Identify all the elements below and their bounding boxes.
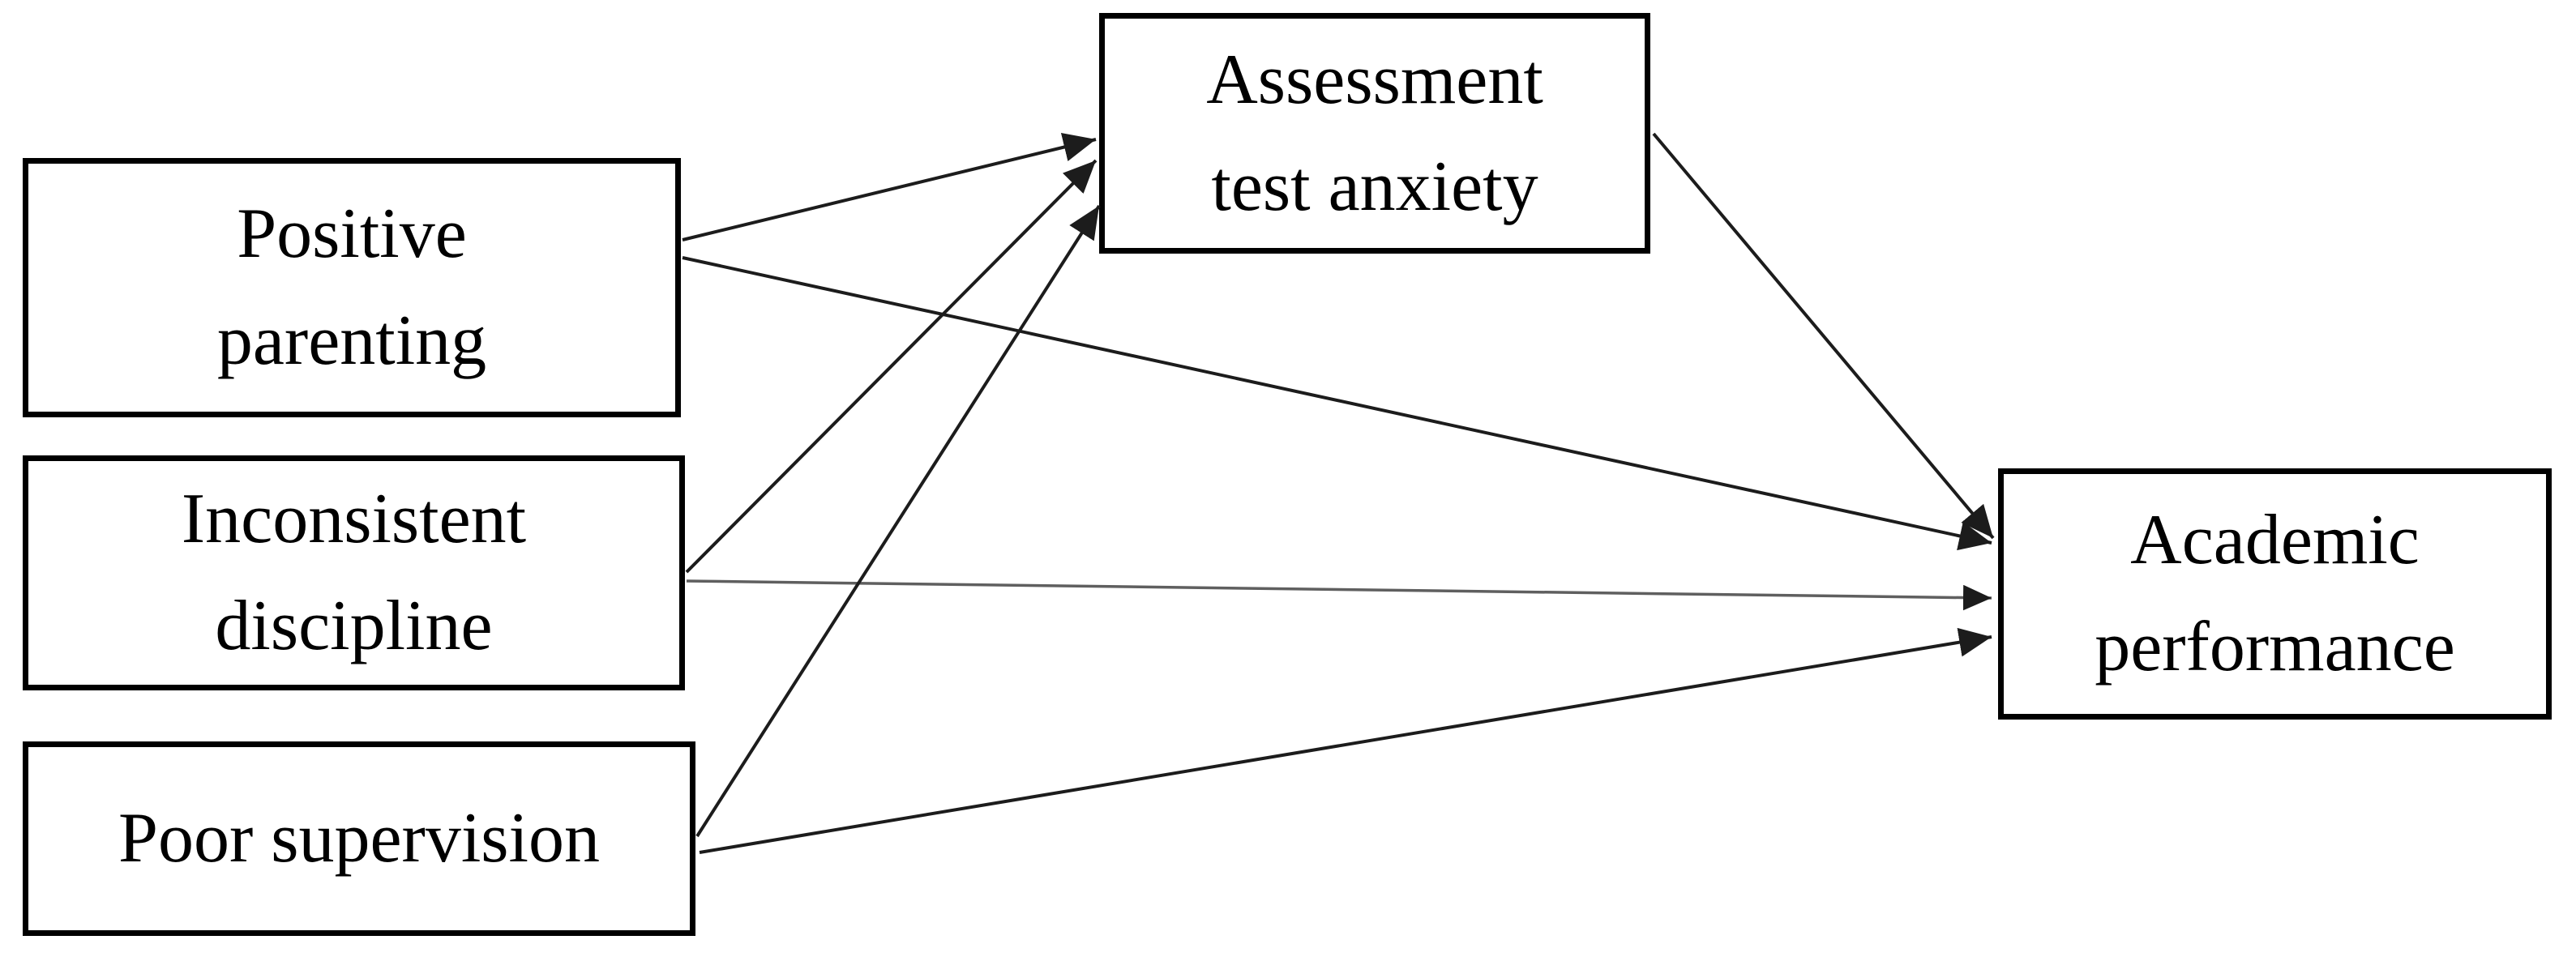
node-label-line: performance [2095, 608, 2455, 686]
edge-assessment-test-anxiety-to-academic-performance [1652, 132, 1995, 540]
node-label-line: discipline [215, 587, 493, 665]
edge-positive-parenting-to-academic-performance [682, 256, 1992, 551]
edge-positive-parenting-to-assessment-test-anxiety [682, 132, 1097, 241]
node-label-line: Positive [237, 194, 467, 273]
edge-poor-supervision-to-assessment-test-anxiety [695, 204, 1101, 838]
node-positive-parenting: Positive parenting [23, 158, 681, 417]
node-label-line: Inconsistent [181, 480, 527, 558]
node-inconsistent-discipline: Inconsistent discipline [23, 455, 685, 690]
node-label-line: parenting [216, 301, 487, 380]
node-label-line: Poor supervision [118, 799, 600, 878]
node-academic-performance: Academic performance [1998, 468, 2552, 720]
node-label-line: test anxiety [1211, 147, 1538, 226]
edge-inconsistent-discipline-to-assessment-test-anxiety [685, 159, 1098, 574]
node-poor-supervision: Poor supervision [23, 741, 695, 936]
edge-inconsistent-discipline-to-academic-performance [686, 579, 1992, 611]
node-assessment-test-anxiety: Assessment test anxiety [1099, 13, 1650, 254]
node-label-line: Academic [2130, 501, 2420, 579]
node-label-line: Assessment [1206, 40, 1543, 119]
edge-poor-supervision-to-academic-performance [699, 627, 1992, 854]
